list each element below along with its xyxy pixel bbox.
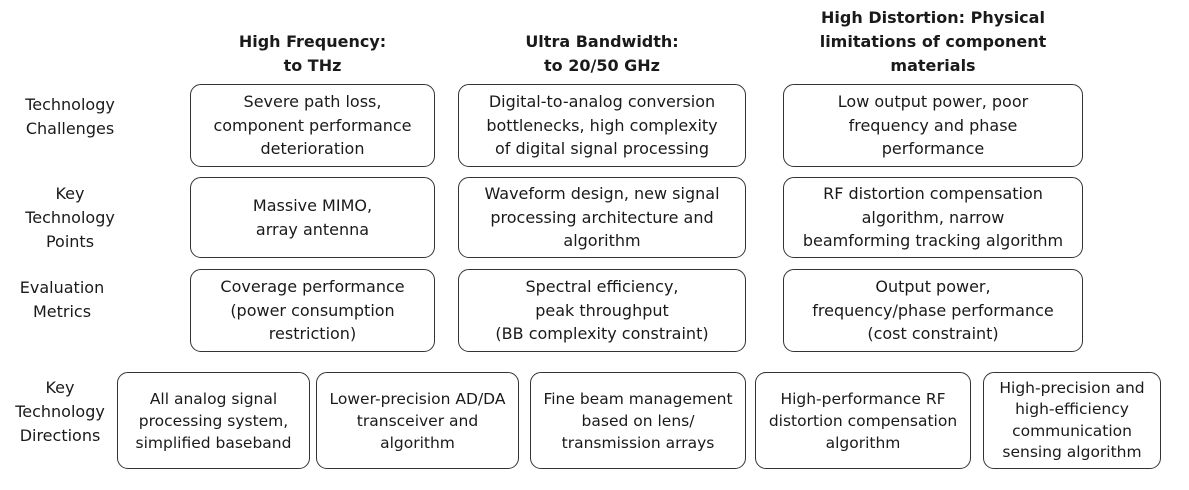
box-text-line: frequency/phase performance (812, 300, 1054, 320)
box-text-line: bottlenecks, high complexity (486, 115, 718, 135)
points-box-high-frequency: Massive MIMO, array antenna (190, 177, 435, 258)
challenge-box-high-distortion: Low output power, poor frequency and pha… (783, 84, 1083, 167)
box-text-line: (BB complexity constraint) (495, 324, 709, 344)
box-text-line: algorithm (380, 433, 455, 452)
box-text-line: Spectral efficiency, (525, 277, 679, 297)
box-text-line: Fine beam management (543, 389, 733, 408)
box-text-line: simplified baseband (135, 433, 292, 452)
column-header-line: to THz (283, 56, 342, 75)
box-text-line: Lower-precision AD/DA (329, 389, 506, 408)
box-text-line: processing system, (138, 411, 289, 430)
box-text-line: based on lens/ (581, 411, 695, 430)
row-label-line: Key (55, 184, 85, 203)
box-text-line: high-efficiency (1015, 400, 1129, 418)
column-header-high-distortion: High Distortion: Physical limitations of… (783, 6, 1083, 78)
box-text-line: Digital-to-analog conversion (488, 92, 716, 112)
row-label-key-technology-directions: Key Technology Directions (0, 374, 120, 450)
box-text-line: transmission arrays (561, 433, 715, 452)
row-label-line: Challenges (25, 119, 115, 138)
box-text-line: Coverage performance (220, 277, 405, 297)
row-label-technology-challenges: Technology Challenges (0, 88, 140, 146)
points-box-high-distortion: RF distortion compensation algorithm, na… (783, 177, 1083, 258)
challenge-box-ultra-bandwidth: Digital-to-analog conversion bottlenecks… (458, 84, 746, 167)
box-text-line: Severe path loss, (243, 92, 382, 112)
row-label-line: Metrics (32, 302, 92, 321)
column-header-line: to 20/50 GHz (544, 56, 660, 75)
box-text-line: (cost constraint) (867, 324, 999, 344)
box-text-line: Low output power, poor (837, 92, 1029, 112)
column-header-line: Ultra Bandwidth: (525, 32, 679, 51)
box-text-line: algorithm (825, 433, 901, 452)
column-header-line: High Frequency: (238, 32, 387, 51)
box-text-line: sensing algorithm (1002, 443, 1142, 461)
row-label-line: Technology (25, 95, 115, 114)
row-label-line: Technology (15, 402, 105, 421)
box-text-line: performance (881, 139, 985, 159)
column-header-line: limitations of component (819, 32, 1047, 51)
box-text-line: Output power, (875, 277, 991, 297)
direction-box-lower-precision-adda: Lower-precision AD/DA transceiver and al… (316, 372, 519, 469)
box-text-line: High-precision and (999, 378, 1145, 397)
box-text-line: RF distortion compensation (823, 184, 1043, 204)
box-text-line: array antenna (255, 219, 370, 239)
metrics-box-high-distortion: Output power, frequency/phase performanc… (783, 269, 1083, 352)
direction-box-fine-beam-management: Fine beam management based on lens/ tran… (530, 372, 746, 469)
direction-box-rf-distortion-compensation: High-performance RF distortion compensat… (755, 372, 971, 469)
metrics-box-high-frequency: Coverage performance (power consumption … (190, 269, 435, 352)
box-text-line: (power consumption (230, 300, 395, 320)
box-text-line: of digital signal processing (495, 139, 709, 159)
box-text-line: deterioration (260, 139, 365, 159)
box-text-line: distortion compensation (768, 411, 958, 430)
row-label-line: Key (45, 378, 75, 397)
column-header-line: High Distortion: Physical (821, 8, 1045, 27)
box-text-line: peak throughput (535, 300, 669, 320)
box-text-line: Waveform design, new signal (484, 184, 720, 204)
row-label-key-technology-points: Key Technology Points (0, 180, 140, 256)
box-text-line: restriction) (268, 324, 357, 344)
row-label-line: Points (45, 232, 95, 251)
column-header-ultra-bandwidth: Ultra Bandwidth: to 20/50 GHz (458, 10, 746, 78)
points-box-ultra-bandwidth: Waveform design, new signal processing a… (458, 177, 746, 258)
column-header-high-frequency: High Frequency: to THz (190, 10, 435, 78)
direction-box-communication-sensing: High-precision and high-efficiency commu… (983, 372, 1161, 469)
box-text-line: beamforming tracking algorithm (802, 231, 1064, 251)
row-label-evaluation-metrics: Evaluation Metrics (0, 271, 124, 329)
row-label-line: Technology (25, 208, 115, 227)
box-text-line: Massive MIMO, (252, 196, 373, 215)
box-text-line: processing architecture and (490, 207, 714, 227)
column-header-line: materials (890, 56, 976, 75)
row-label-line: Directions (19, 426, 101, 445)
box-text-line: frequency and phase (848, 115, 1018, 135)
box-text-line: algorithm (563, 231, 641, 251)
box-text-line: component performance (213, 115, 412, 135)
direction-box-analog-processing: All analog signal processing system, sim… (117, 372, 310, 469)
box-text-line: transceiver and (356, 411, 479, 430)
row-label-line: Evaluation (19, 278, 105, 297)
box-text-line: algorithm, narrow (861, 207, 1005, 227)
box-text-line: High-performance RF (780, 389, 946, 408)
box-text-line: communication (1012, 421, 1132, 440)
challenge-box-high-frequency: Severe path loss, component performance … (190, 84, 435, 167)
metrics-box-ultra-bandwidth: Spectral efficiency, peak throughput (BB… (458, 269, 746, 352)
box-text-line: All analog signal (149, 389, 278, 408)
